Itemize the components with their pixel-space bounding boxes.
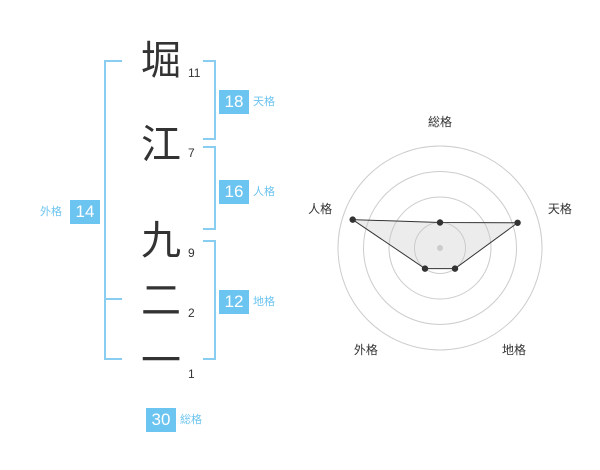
radar-point-3 [451,265,459,272]
radar-point-1 [436,219,444,226]
stroke-count-1: 11 [188,66,201,80]
stroke-count-2: 7 [188,146,195,160]
radar-point-5 [349,216,356,223]
stroke-count-5: 1 [188,367,195,381]
radar-axis-label-1: 総格 [428,114,452,129]
radar-point-4 [421,265,429,272]
name-char-5: 一 [141,338,181,384]
radar-area [350,219,520,270]
stroke-count-4: 2 [188,306,195,320]
tenkaku-value: 18 [219,90,249,114]
gaikaku-value: 14 [70,200,100,224]
jinkaku-value: 16 [219,180,249,204]
jinkaku-label: 人格 [253,185,275,198]
chikaku-label: 地格 [253,295,275,308]
radar-center [437,245,443,251]
radar-ring-4 [337,145,543,351]
tenkaku-label: 天格 [253,95,275,108]
name-char-3: 九 [141,218,181,264]
gaikaku-label: 外格 [40,205,62,218]
chikaku-value: 12 [219,290,249,314]
radar-axis-label-3: 地格 [502,342,526,357]
name-char-4: 二 [141,278,181,324]
radar-axis-label-4: 外格 [354,342,378,357]
radar-axis-label-5: 人格 [308,201,332,216]
radar-point-2 [514,219,521,226]
radar-axis-label-2: 天格 [548,201,572,216]
name-char-2: 江 [141,122,181,168]
stroke-count-3: 9 [188,246,195,260]
radar-ring-2 [388,196,492,300]
name-char-1: 堀 [141,38,181,84]
soukaku-value: 30 [146,408,176,432]
soukaku-label: 総格 [180,413,202,426]
radar-ring-3 [363,171,517,325]
